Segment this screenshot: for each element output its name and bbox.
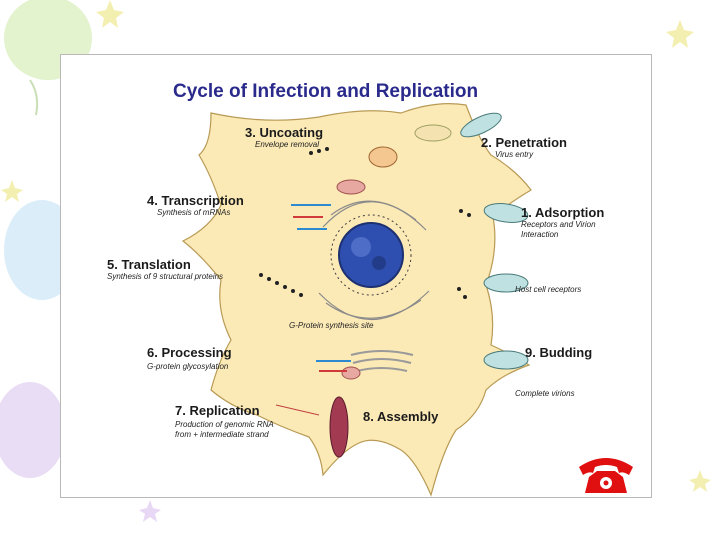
step-heading: 5. Translation [107,257,191,272]
step-translation: 5. Translation Synthesis of 9 structural… [107,257,223,282]
step-processing: 6. Processing G-protein glycosylation [147,345,232,372]
step-heading: 4. Transcription [147,193,244,208]
cell-illustration [181,103,532,497]
phone-icon[interactable] [575,451,637,497]
host-cell-receptors-label: Host cell receptors [515,285,582,294]
nucleus [338,222,404,288]
cell-membrane [181,103,532,497]
step-description: Synthesis of mRNAs [157,208,231,217]
step-heading: 1. Adsorption [521,205,605,220]
step-penetration: 2. Penetration Virus entry [481,135,567,160]
step-assembly: 8. Assembly [363,409,438,424]
step-description: Synthesis of 9 structural proteins [107,272,224,281]
complete-virions-label: Complete virions [515,389,575,398]
diagram-title: Cycle of Infection and Replication [173,81,479,102]
step-heading: 6. Processing [147,345,232,360]
step-heading: 7. Replication [175,403,260,418]
step-description: Virus entry [495,150,534,159]
step-replication: 7. Replication Production of genomic RNA… [175,403,274,440]
step-heading: 3. Uncoating [245,125,324,140]
step-description: Envelope removal [255,140,320,149]
g-protein-synthesis-label: G-Protein synthesis site [289,321,374,330]
step-description: Receptors and Virion Interaction [521,220,596,239]
diagram-panel: Cycle of Infection and Replication 3. Un… [60,54,652,498]
step-transcription: 4. Transcription Synthesis of mRNAs [147,193,244,218]
step-heading: 8. Assembly [363,409,439,424]
step-heading: 9. Budding [525,345,593,360]
step-heading: 2. Penetration [481,135,567,150]
step-uncoating: 3. Uncoating Envelope removal [245,125,323,150]
step-description: Production of genomic RNA from + interme… [175,420,274,439]
step-adsorption: 1. Adsorption Receptors and Virion Inter… [521,205,604,240]
step-description: G-protein glycosylation [147,362,229,371]
step-budding: 9. Budding [525,345,592,360]
